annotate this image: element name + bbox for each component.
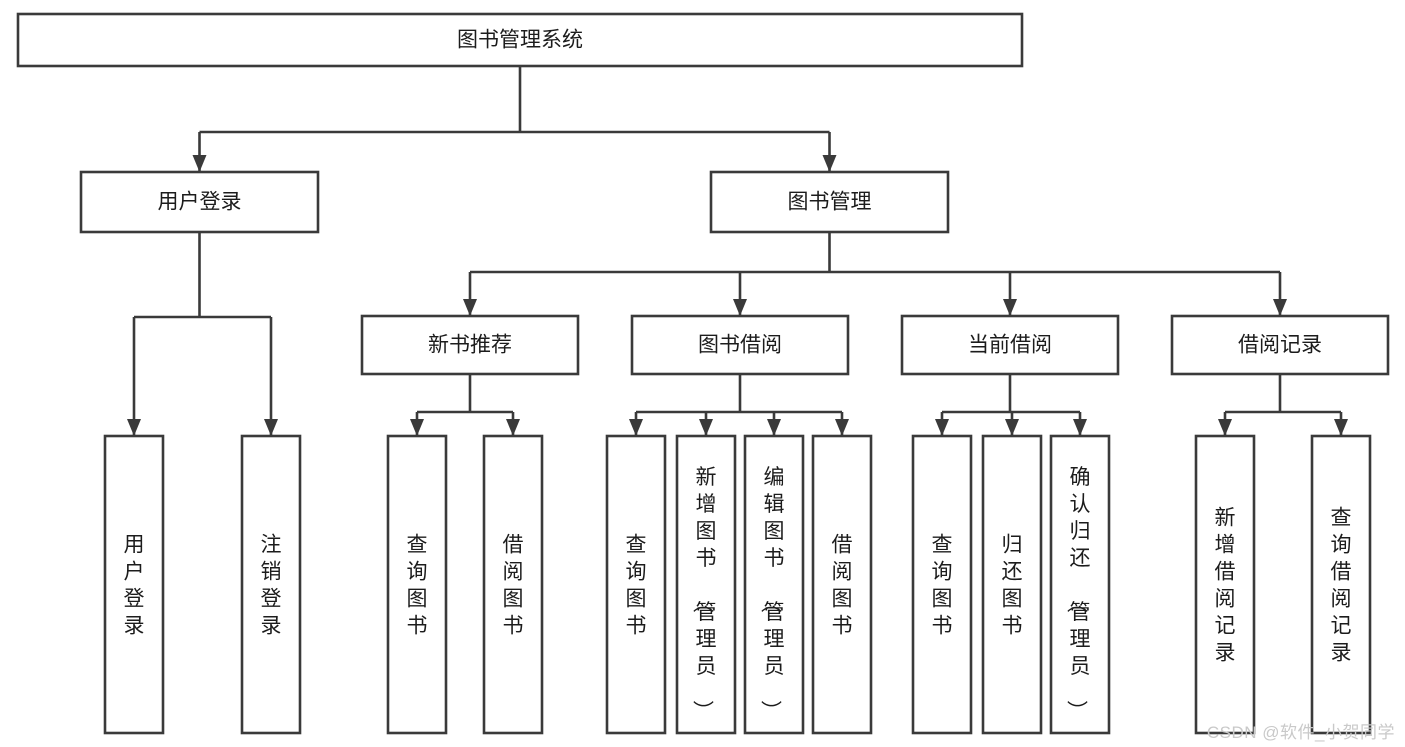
arrow-head-icon <box>192 155 207 172</box>
arrow-head-icon <box>835 419 849 436</box>
arrow-head-icon <box>1273 299 1287 316</box>
node-level3-1-rect <box>630 314 850 376</box>
arrow-head-icon <box>410 419 424 436</box>
node-leaf-9[interactable]: 归还图书 <box>981 434 1043 735</box>
node-leaf-2[interactable]: 查询图书 <box>386 434 448 735</box>
arrow-head-icon <box>1003 299 1017 316</box>
node-leaf-11-rect <box>1194 434 1256 735</box>
node-leaf-3-label: 借阅图书 <box>503 534 524 638</box>
arrow-head-icon <box>935 419 949 436</box>
node-leaf-11[interactable]: 新增借阅记录 <box>1194 434 1256 735</box>
node-level3-2-label: 当前借阅 <box>968 334 1052 357</box>
node-leaf-10-rect <box>1049 434 1111 735</box>
arrow-head-icon <box>767 419 781 436</box>
node-leaf-4-rect <box>605 434 667 735</box>
node-level3-1[interactable]: 图书借阅 <box>630 314 850 376</box>
node-leaf-12[interactable]: 查询借阅记录 <box>1310 434 1372 735</box>
node-leaf-3-rect <box>482 434 544 735</box>
node-level3-0[interactable]: 新书推荐 <box>360 314 580 376</box>
arrow-head-icon <box>1073 419 1087 436</box>
node-leaf-4-label: 查询图书 <box>626 534 647 638</box>
node-level3-0-label: 新书推荐 <box>428 334 512 357</box>
arrow-head-icon <box>733 299 747 316</box>
node-root-rect <box>16 12 1024 68</box>
node-leaf-5[interactable]: 新增图书（管理员） <box>675 434 737 735</box>
arrow-head-icon <box>127 419 141 436</box>
node-leaf-0-rect <box>103 434 165 735</box>
node-leaf-7-label: 借阅图书 <box>832 534 853 638</box>
node-leaf-4[interactable]: 查询图书 <box>605 434 667 735</box>
node-leaf-5-label: 新增图书（管理员） <box>691 466 717 721</box>
node-level2-0[interactable]: 用户登录 <box>79 170 320 234</box>
node-root-label: 图书管理系统 <box>457 29 583 52</box>
arrow-head-icon <box>1334 419 1348 436</box>
node-leaf-12-label: 查询借阅记录 <box>1331 507 1352 665</box>
node-leaf-1-rect <box>240 434 302 735</box>
node-leaf-3[interactable]: 借阅图书 <box>482 434 544 735</box>
arrow-head-icon <box>822 155 837 172</box>
node-leaf-2-label: 查询图书 <box>407 534 428 638</box>
node-leaf-6-label: 编辑图书（管理员） <box>759 466 785 721</box>
arrow-head-icon <box>463 299 477 316</box>
node-leaf-0[interactable]: 用户登录 <box>103 434 165 735</box>
node-leaf-1-label: 注销登录 <box>261 534 282 638</box>
node-level3-1-label: 图书借阅 <box>698 334 782 357</box>
node-leaf-10-label: 确认归还（管理员） <box>1065 466 1091 721</box>
arrow-head-icon <box>506 419 520 436</box>
node-leaf-7-rect <box>811 434 873 735</box>
node-leaf-1[interactable]: 注销登录 <box>240 434 302 735</box>
node-leaf-8-rect <box>911 434 973 735</box>
node-leaf-12-rect <box>1310 434 1372 735</box>
node-leaf-6[interactable]: 编辑图书（管理员） <box>743 434 805 735</box>
node-level3-2-rect <box>900 314 1120 376</box>
arrow-head-icon <box>264 419 278 436</box>
arrow-head-icon <box>699 419 713 436</box>
node-root[interactable]: 图书管理系统 <box>16 12 1024 68</box>
node-level3-3-rect <box>1170 314 1390 376</box>
node-leaf-6-rect <box>743 434 805 735</box>
node-leaf-8[interactable]: 查询图书 <box>911 434 973 735</box>
node-leaf-10[interactable]: 确认归还（管理员） <box>1049 434 1111 735</box>
node-level3-3[interactable]: 借阅记录 <box>1170 314 1390 376</box>
nodes-layer: 图书管理系统用户登录图书管理新书推荐图书借阅当前借阅借阅记录用户登录注销登录查询… <box>16 12 1390 735</box>
node-level3-3-label: 借阅记录 <box>1238 334 1322 357</box>
arrow-head-icon <box>629 419 643 436</box>
watermark-text: CSDN @软件_小贺同学 <box>1206 723 1395 742</box>
node-leaf-7[interactable]: 借阅图书 <box>811 434 873 735</box>
node-leaf-8-label: 查询图书 <box>932 534 953 638</box>
node-leaf-11-label: 新增借阅记录 <box>1215 507 1236 665</box>
node-level3-2[interactable]: 当前借阅 <box>900 314 1120 376</box>
node-leaf-9-rect <box>981 434 1043 735</box>
arrow-head-icon <box>1218 419 1232 436</box>
node-level3-0-rect <box>360 314 580 376</box>
node-leaf-5-rect <box>675 434 737 735</box>
node-level2-1-label: 图书管理 <box>788 191 872 214</box>
node-leaf-2-rect <box>386 434 448 735</box>
node-level2-1-rect <box>709 170 950 234</box>
node-leaf-0-label: 用户登录 <box>124 534 145 638</box>
node-level2-0-rect <box>79 170 320 234</box>
connectors-layer <box>127 66 1348 436</box>
node-leaf-9-label: 归还图书 <box>1002 534 1023 638</box>
node-level2-1[interactable]: 图书管理 <box>709 170 950 234</box>
node-level2-0-label: 用户登录 <box>158 191 242 214</box>
arrow-head-icon <box>1005 419 1019 436</box>
